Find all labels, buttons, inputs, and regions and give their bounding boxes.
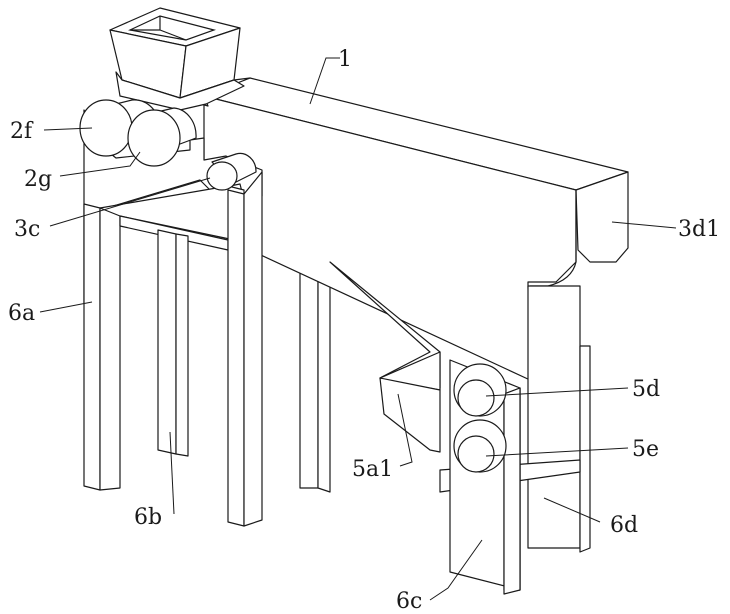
- leg-6a: [84, 204, 120, 490]
- label-6d: 6d: [610, 513, 638, 538]
- roller-5d: [454, 364, 506, 416]
- label-6b: 6b: [134, 505, 162, 530]
- leg-front-right: [228, 172, 262, 526]
- label-6c: 6c: [396, 589, 422, 614]
- label-6a: 6a: [8, 301, 35, 326]
- roller-5e: [454, 420, 506, 472]
- label-2g: 2g: [24, 167, 52, 192]
- leg-6b: [158, 230, 188, 456]
- label-1: 1: [338, 47, 352, 72]
- label-2f: 2f: [10, 119, 34, 144]
- label-3c: 3c: [14, 217, 40, 242]
- label-5a1: 5a1: [352, 457, 393, 482]
- label-5d: 5d: [632, 377, 660, 402]
- back-leg-right: [300, 262, 330, 492]
- leg-6d: [528, 286, 590, 552]
- label-3d1: 3d1: [678, 217, 720, 242]
- label-5e: 5e: [632, 437, 659, 462]
